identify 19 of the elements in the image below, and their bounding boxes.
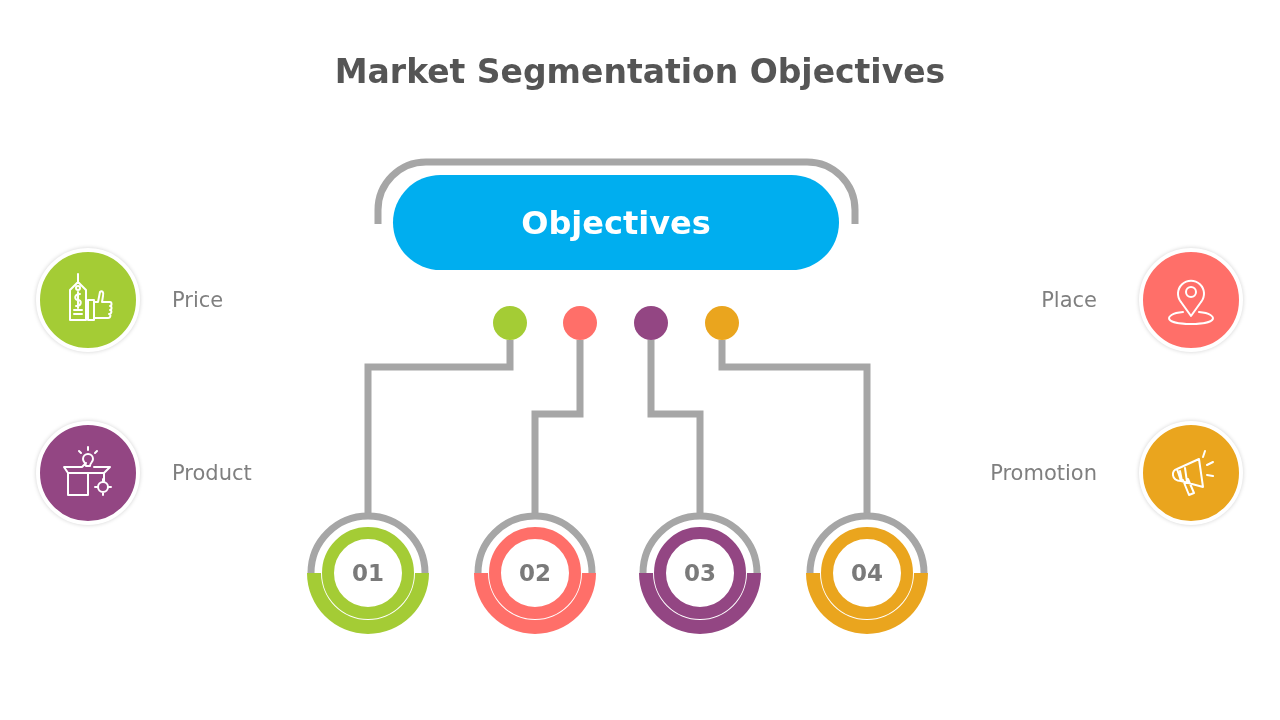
step-number: 02 xyxy=(519,560,551,586)
category-label: Place xyxy=(1041,287,1097,313)
connector-dot xyxy=(705,306,739,340)
category-label: Promotion xyxy=(990,460,1097,486)
step-number: 03 xyxy=(684,560,716,586)
connector-line xyxy=(647,340,704,513)
pill-label: Objectives xyxy=(521,203,711,242)
connector-line xyxy=(531,340,584,513)
connector-dot xyxy=(634,306,668,340)
objectives-pill xyxy=(393,175,839,270)
category-label: Price xyxy=(172,287,224,313)
connector-dot xyxy=(563,306,597,340)
connector-line xyxy=(718,340,871,513)
connector-line xyxy=(364,340,514,513)
category-label: Product xyxy=(172,460,252,486)
step-number: 04 xyxy=(851,560,883,586)
connector-dot xyxy=(493,306,527,340)
step-number: 01 xyxy=(352,560,384,586)
title: Market Segmentation Objectives xyxy=(333,52,947,91)
